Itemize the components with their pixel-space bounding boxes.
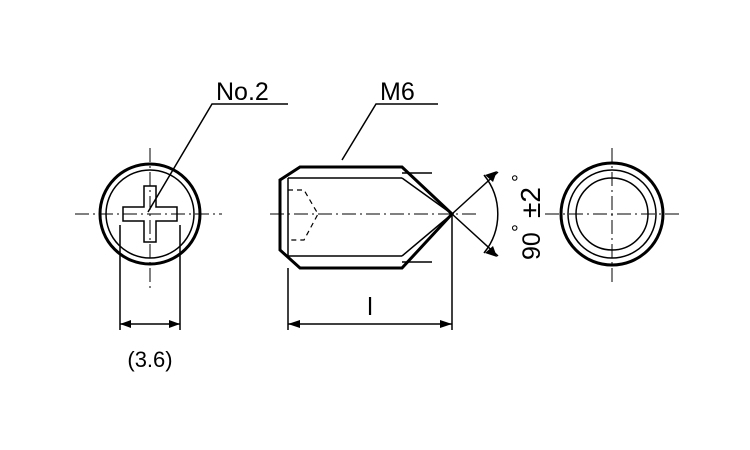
thread-size-label: M6 (380, 78, 415, 106)
thread-leader (341, 103, 438, 161)
side-view-body (270, 165, 480, 270)
angle-degree-mark: ° (509, 224, 531, 232)
point-end-view (545, 148, 680, 285)
angle-arrowheads (485, 171, 497, 257)
length-label: l (367, 293, 373, 321)
drive-width-label: (3.6) (127, 347, 172, 372)
body-outline (278, 165, 455, 270)
drive-leader (147, 103, 288, 213)
drive-size-label: No.2 (216, 78, 269, 106)
drive-width-dimension (119, 225, 181, 330)
end-view-recess (75, 148, 222, 288)
point-outer-circle (559, 161, 665, 267)
angle-value: 90 (518, 232, 546, 260)
hidden-recess (288, 189, 319, 241)
length-dimension (287, 214, 453, 330)
cone-root-bottom (401, 213, 453, 257)
cone-root-top (401, 177, 453, 215)
angle-label: 90 ° ±2 ° (509, 174, 546, 260)
cross-recess (122, 185, 178, 243)
tolerance-degree-mark: ° (509, 174, 531, 182)
angle-tolerance: ±2 (515, 187, 546, 218)
